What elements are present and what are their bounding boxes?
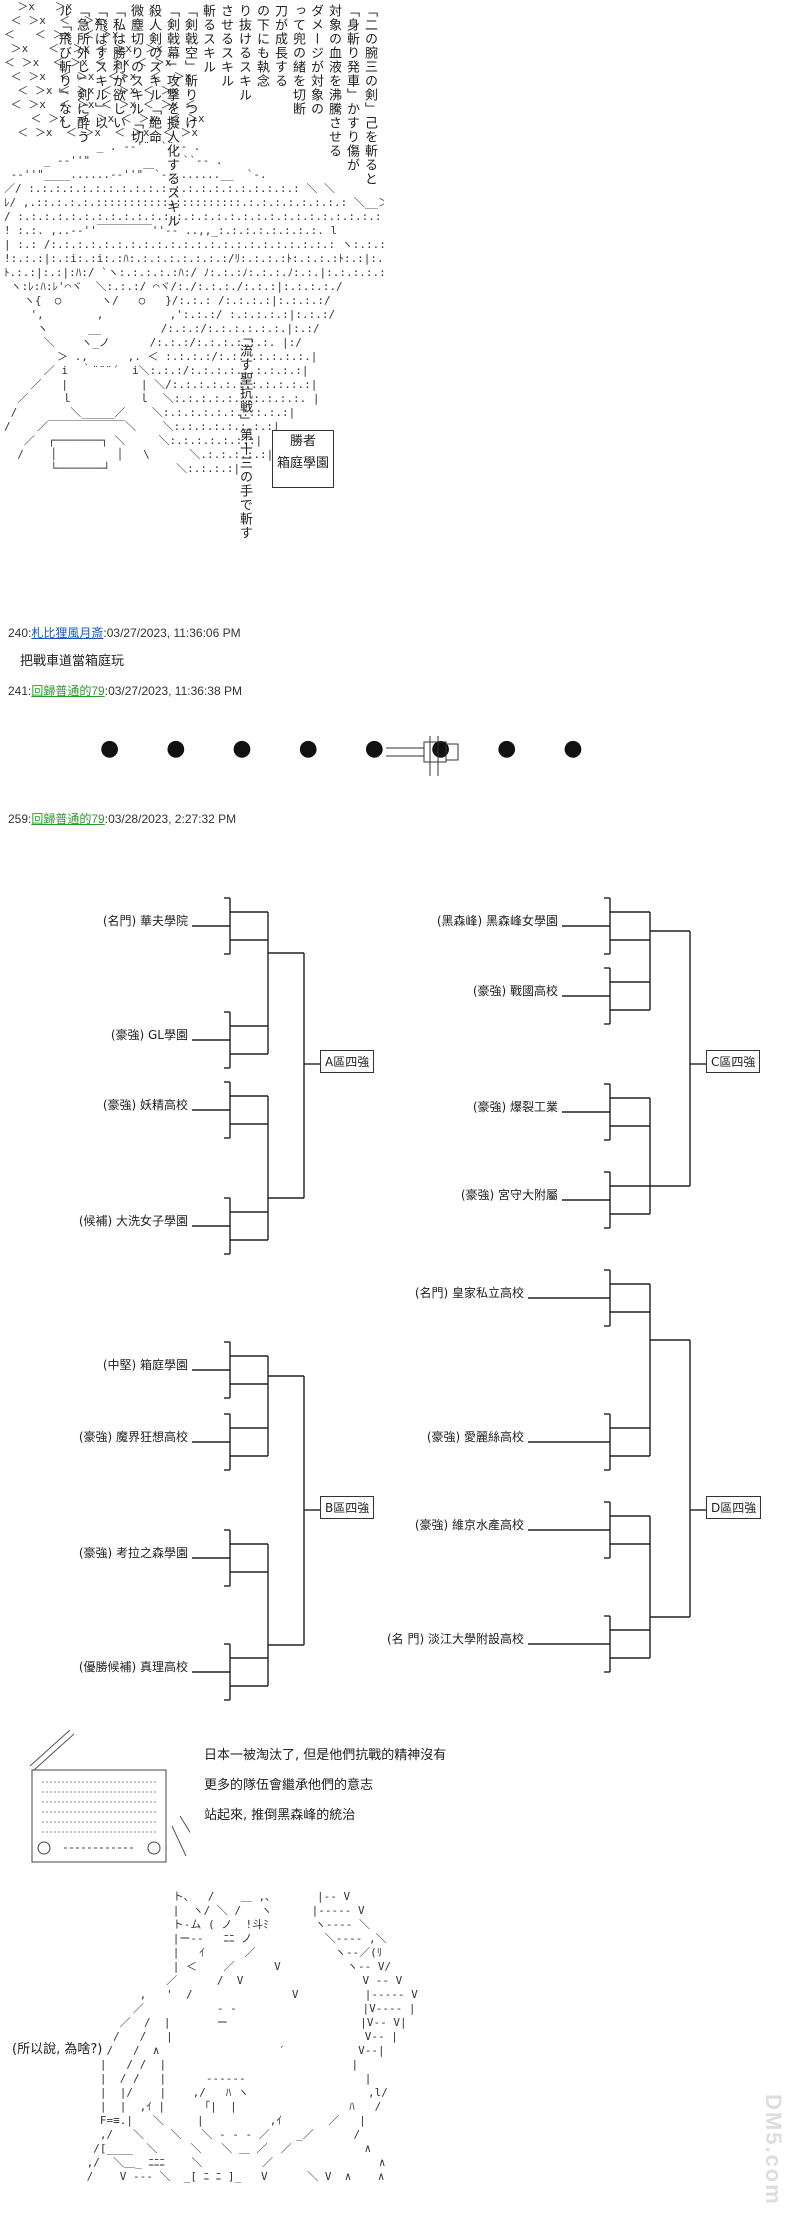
team-a2: (豪強) GL學園 [110, 1028, 188, 1042]
site-watermark: DM5.com [761, 2094, 786, 2206]
skill-line-9: させるスキル [218, 4, 233, 88]
skill-line-12: 「剣戟幕」攻撃を擬人化するスキル [164, 4, 179, 228]
side-note: 「流す聖抗戦」第十三の手で斬す [237, 330, 252, 540]
post-number: 241 [8, 684, 29, 698]
post-header-241: 241:回歸普通的79:03/27/2023, 11:36:38 PM [8, 684, 242, 698]
team-d2: (豪強) 愛麗絲高校 [426, 1430, 524, 1444]
skill-line-2: 「身斬り発車」かすり傷が [344, 4, 359, 172]
skill-line-17: 「急所外し」剣に酔う [74, 4, 89, 144]
cannon-shell-drawing [386, 736, 459, 776]
skill-line-6: 刀が成長する [272, 4, 287, 88]
skill-line-15: 「私は勝利が欲しい [110, 4, 125, 130]
post-number: 240 [8, 626, 29, 640]
ascii-art-girl: ト、 / ＿ ,､ |‐‐ V | ヽ/ ＼ / ヽ |‐‐‐‐‐ V ト‐ム … [86, 1890, 418, 2183]
skill-line-4: ダメージが対象の [308, 4, 323, 116]
question-text: (所以說, 為啥?) [12, 2042, 103, 2057]
post-author-link[interactable]: 回歸普通的79 [31, 812, 105, 826]
post-body-240: 把戰車道當箱庭玩 [20, 654, 125, 669]
skill-line-7: の下にも執念 [254, 4, 269, 88]
post-header-240: 240:札比狸風月斎:03/27/2023, 11:36:06 PM [8, 626, 241, 640]
post-date: 03/27/2023, 11:36:06 PM [106, 626, 241, 640]
region-a-label: A區四強 [320, 1050, 375, 1073]
team-b3: (豪強) 考拉之森學園 [78, 1546, 188, 1560]
radio-drawing [29, 1729, 190, 1863]
speech-line-1: 日本一被淘汰了, 但是他們抗戰的精神沒有 [204, 1748, 447, 1763]
skill-line-3: 対象の血液を沸騰させる [326, 4, 341, 158]
team-d1: (名門) 皇家私立高校 [414, 1286, 524, 1300]
skill-line-5: って兜の緒を切断 [290, 4, 305, 116]
team-c4: (豪強) 宮守大附屬 [460, 1188, 558, 1202]
skill-line-11: 「剣戟空」斬りつけ [182, 4, 197, 130]
ascii-art-sword-scene: ＞x ＞x ＜ ＞x ＜ ＞x ＜ ＜ ＞x ＜ ＞x ＞x ＜ ＞x ＜ ＞x… [4, 0, 384, 475]
skill-line-8: り抜けるスキル [236, 4, 251, 102]
skill-line-1: 「二の腕三の剣」己を斬ると [362, 4, 377, 186]
post-author-link[interactable]: 回歸普通的79 [31, 684, 105, 698]
skill-line-14: 微塵切りのスキル「切 [128, 4, 143, 144]
speech-line-2: 更多的隊伍會繼承他們的意志 [204, 1778, 374, 1793]
team-a4: (候補) 大洗女子學園 [78, 1214, 188, 1228]
post-header-259: 259:回歸普通的79:03/28/2023, 2:27:32 PM [8, 812, 237, 826]
winner-school: 箱庭學園 [276, 456, 329, 471]
team-c1: (黑森峰) 黑森峰女學園 [436, 914, 558, 928]
team-b2: (豪強) 魔界狂想高校 [78, 1430, 188, 1444]
region-b-label: B區四強 [320, 1496, 375, 1519]
team-b1: (中堅) 箱庭學園 [102, 1358, 188, 1372]
team-a1: (名門) 華夫學院 [102, 914, 188, 928]
skill-line-13: 殺人剣のスキル「絶命 [146, 4, 161, 144]
region-c-label: C區四強 [706, 1050, 761, 1073]
team-c3: (豪強) 爆裂工業 [472, 1100, 558, 1114]
skill-line-16: 「飛ばすスキル」以 [92, 4, 107, 130]
skill-line-10: 斬るスキル [200, 4, 215, 74]
team-a3: (豪強) 妖精高校 [102, 1098, 188, 1112]
dot-row: ● ● ● ● ● ● ● ● [100, 736, 603, 761]
region-d-label: D區四強 [706, 1496, 762, 1519]
speech-line-3: 站起來, 推倒黑森峰的統治 [204, 1808, 356, 1823]
post-date: 03/27/2023, 11:36:38 PM [108, 684, 242, 698]
skill-line-18: ル「飛び斬り」なし [56, 4, 71, 130]
post-author-link[interactable]: 札比狸風月斎 [31, 626, 104, 640]
winner-label: 勝者 [289, 434, 316, 449]
team-d3: (豪強) 維京水產高校 [414, 1518, 524, 1532]
winner-box: 勝者 箱庭學園 [272, 430, 334, 488]
team-d4: (名 門) 淡江大學附設高校 [387, 1632, 524, 1646]
team-c2: (豪強) 戰國高校 [472, 984, 558, 998]
team-b4: (優勝候補) 真理高校 [78, 1660, 188, 1674]
bracket-lines [192, 897, 706, 1701]
post-date: 03/28/2023, 2:27:32 PM [108, 812, 237, 826]
post-number: 259 [8, 812, 29, 826]
